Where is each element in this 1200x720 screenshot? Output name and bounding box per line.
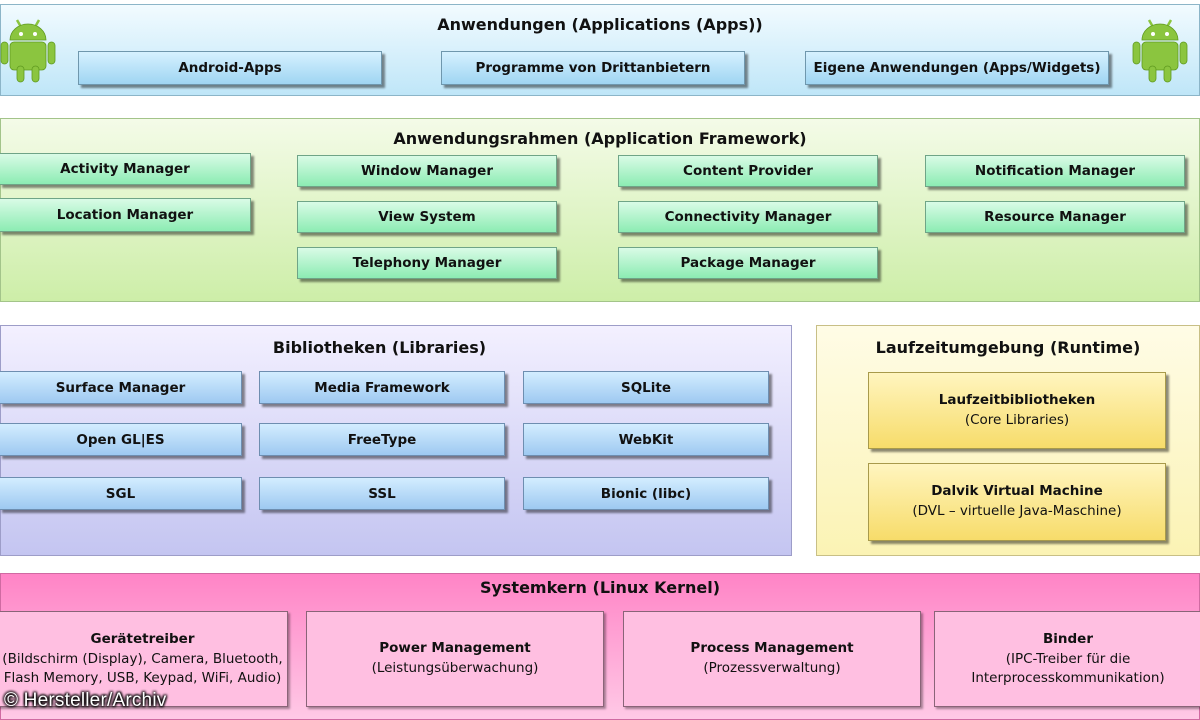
box-own-applications: Eigene Anwendungen (Apps/Widgets) bbox=[805, 51, 1109, 85]
box-core-libraries: Laufzeitbibliotheken (Core Libraries) bbox=[868, 372, 1166, 449]
box-webkit: WebKit bbox=[523, 423, 769, 456]
libraries-layer: Bibliotheken (Libraries) Surface Manager… bbox=[0, 325, 792, 556]
applications-layer: Anwendungen (Applications (Apps)) Androi… bbox=[0, 4, 1200, 96]
box-process-management: Process Management (Prozessverwaltung) bbox=[623, 611, 921, 707]
box-window-manager: Window Manager bbox=[297, 155, 557, 187]
box-device-drivers: Gerätetreiber (Bildschirm (Display), Cam… bbox=[0, 611, 288, 707]
box-activity-manager: Activity Manager bbox=[0, 153, 251, 185]
kernel-layer: Systemkern (Linux Kernel) Gerätetreiber … bbox=[0, 573, 1200, 720]
device-drivers-subtitle: (Bildschirm (Display), Camera, Bluetooth… bbox=[2, 650, 283, 686]
binder-title: Binder bbox=[1042, 630, 1093, 647]
box-view-system: View System bbox=[297, 201, 557, 233]
process-management-subtitle: (Prozessverwaltung) bbox=[703, 660, 841, 676]
box-connectivity-manager: Connectivity Manager bbox=[618, 201, 878, 233]
core-libraries-subtitle: (Core Libraries) bbox=[964, 411, 1070, 428]
box-opengl-es: Open GL|ES bbox=[0, 423, 242, 456]
android-robot-icon bbox=[1132, 19, 1188, 83]
runtime-title: Laufzeitumgebung (Runtime) bbox=[875, 338, 1141, 357]
box-telephony-manager: Telephony Manager bbox=[297, 247, 557, 279]
box-bionic-libc: Bionic (libc) bbox=[523, 477, 769, 510]
dalvik-vm-subtitle: (DVL – virtuelle Java-Maschine) bbox=[912, 503, 1122, 519]
box-dalvik-vm: Dalvik Virtual Machine (DVL – virtuelle … bbox=[868, 463, 1166, 541]
copyright-watermark: © Hersteller/Archiv bbox=[4, 690, 167, 711]
box-third-party-programs: Programme von Drittanbietern bbox=[441, 51, 745, 85]
dalvik-vm-title: Dalvik Virtual Machine bbox=[931, 483, 1103, 499]
device-drivers-title: Gerätetreiber bbox=[90, 630, 195, 647]
applications-title: Anwendungen (Applications (Apps)) bbox=[437, 15, 763, 34]
binder-subtitle: (IPC-Treiber für die Interprocesskommuni… bbox=[971, 650, 1165, 686]
box-location-manager: Location Manager bbox=[0, 198, 251, 232]
box-binder: Binder (IPC-Treiber für die Interprocess… bbox=[934, 611, 1200, 707]
framework-title: Anwendungsrahmen (Application Framework) bbox=[393, 129, 807, 148]
kernel-title: Systemkern (Linux Kernel) bbox=[479, 578, 721, 597]
box-resource-manager: Resource Manager bbox=[925, 201, 1185, 233]
libraries-title: Bibliotheken (Libraries) bbox=[272, 338, 487, 357]
power-management-subtitle: (Leistungsüberwachung) bbox=[371, 660, 539, 676]
box-package-manager: Package Manager bbox=[618, 247, 878, 279]
framework-layer: Anwendungsrahmen (Application Framework)… bbox=[0, 118, 1200, 302]
box-content-provider: Content Provider bbox=[618, 155, 878, 187]
process-management-title: Process Management bbox=[690, 640, 854, 656]
box-media-framework: Media Framework bbox=[259, 371, 505, 404]
box-android-apps: Android-Apps bbox=[78, 51, 382, 85]
box-surface-manager: Surface Manager bbox=[0, 371, 242, 404]
box-notification-manager: Notification Manager bbox=[925, 155, 1185, 187]
box-sgl: SGL bbox=[0, 477, 242, 510]
runtime-layer: Laufzeitumgebung (Runtime) Laufzeitbibli… bbox=[816, 325, 1200, 556]
core-libraries-title: Laufzeitbibliotheken bbox=[938, 391, 1096, 408]
power-management-title: Power Management bbox=[379, 640, 531, 656]
box-power-management: Power Management (Leistungsüberwachung) bbox=[306, 611, 604, 707]
box-ssl: SSL bbox=[259, 477, 505, 510]
box-freetype: FreeType bbox=[259, 423, 505, 456]
android-robot-icon bbox=[0, 19, 56, 83]
box-sqlite: SQLite bbox=[523, 371, 769, 404]
